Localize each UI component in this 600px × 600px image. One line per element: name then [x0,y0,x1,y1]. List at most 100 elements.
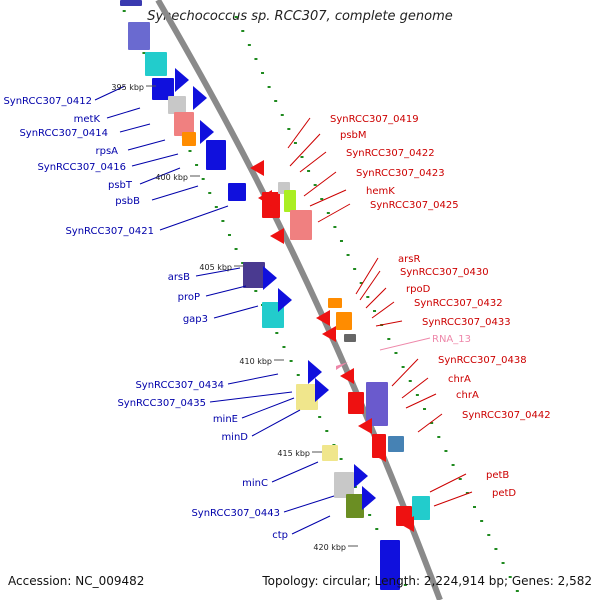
gene-arrow[interactable] [400,516,414,532]
label-leader [365,287,387,309]
tick-dot [326,212,330,214]
gene-label[interactable]: SynRCC307_0430 [400,267,489,278]
label-leader [309,189,347,207]
tick-dot [122,10,126,12]
gene-label[interactable]: psbB [115,196,140,207]
gene-arrow[interactable] [322,326,336,342]
tick-dot [359,282,363,284]
gene-label[interactable]: SynRCC307_0419 [330,114,419,125]
gene-block[interactable] [182,132,196,146]
gene-label[interactable]: SynRCC307_0422 [346,148,435,159]
tick-dot [368,514,372,516]
tick-dot [401,366,405,368]
gene-label[interactable]: SynRCC307_0435 [117,398,206,409]
label-leader [119,123,151,133]
gene-block[interactable] [344,334,356,342]
gene-label[interactable]: proP [178,292,200,303]
gene-block[interactable] [243,262,265,288]
gene-arrow[interactable] [315,378,329,402]
gene-label[interactable]: minE [213,414,238,425]
gene-label[interactable]: chrA [456,390,479,401]
gene-label[interactable]: hemK [366,186,395,197]
gene-label[interactable]: SynRCC307_0421 [65,226,154,237]
tick-dot [387,338,391,340]
gene-block[interactable] [174,112,194,136]
tick-dot [408,380,412,382]
gene-arrow[interactable] [340,368,354,384]
gene-block[interactable] [346,494,364,518]
gene-label[interactable]: SynRCC307_0425 [370,200,459,211]
tick-dot [274,100,278,102]
gene-label[interactable]: SynRCC307_0423 [356,168,445,179]
gene-arrow[interactable] [278,288,292,312]
gene-block[interactable] [228,183,246,201]
gene-block[interactable] [328,298,342,308]
gene-label[interactable]: SynRCC307_0416 [37,162,126,173]
gene-label[interactable]: chrA [448,374,471,385]
gene-arrow[interactable] [258,190,272,206]
gene-label[interactable]: SynRCC307_0442 [462,410,551,421]
tick-dot [508,576,512,578]
gene-arrow[interactable] [263,266,277,290]
rna-arrow[interactable] [336,362,348,370]
tick-dot [346,254,350,256]
gene-label[interactable]: SynRCC307_0412 [3,96,92,107]
gene-label[interactable]: arsB [168,272,190,283]
gene-block[interactable] [168,96,186,114]
gene-block[interactable] [388,436,404,452]
gene-arrow[interactable] [362,486,376,510]
gene-arrow[interactable] [175,68,189,92]
gene-arrow[interactable] [270,228,284,244]
label-leader [417,413,443,433]
gene-block[interactable] [322,445,338,461]
gene-label[interactable]: SynRCC307_0433 [422,317,511,328]
gene-block[interactable] [284,190,296,212]
gene-arrow[interactable] [358,418,372,434]
gene-label[interactable]: metK [74,114,101,125]
gene-label[interactable]: SynRCC307_0443 [191,508,280,519]
gene-label[interactable]: minD [221,432,248,443]
gene-arrow[interactable] [200,120,214,144]
gene-label[interactable]: rpoD [406,284,431,295]
gene-block[interactable] [152,78,174,100]
gene-block[interactable] [290,210,312,240]
gene-arrow[interactable] [308,360,322,384]
tick-dot [320,198,324,200]
gene-label[interactable]: arsR [398,254,420,265]
gene-label[interactable]: SynRCC307_0438 [438,355,527,366]
gene-block[interactable] [336,312,352,330]
gene-arrow[interactable] [250,160,264,176]
gene-label[interactable]: petD [492,488,516,499]
gene-block[interactable] [334,472,354,498]
gene-block[interactable] [206,140,226,170]
tick-dot [353,486,357,488]
gene-block[interactable] [128,22,150,50]
gene-arrow[interactable] [372,446,386,462]
gene-label[interactable]: minC [242,478,268,489]
gene-label[interactable]: psbT [108,180,133,191]
gene-block[interactable] [366,382,388,426]
gene-label[interactable]: gap3 [183,314,208,325]
tick-dot [375,528,379,530]
gene-arrow[interactable] [193,86,207,110]
gene-block[interactable] [380,540,400,590]
gene-label[interactable]: SynRCC307_0434 [135,380,224,391]
gene-block[interactable] [296,384,318,410]
gene-label[interactable]: psbM [340,130,367,141]
gene-label[interactable]: petB [486,470,509,481]
gene-label[interactable]: SynRCC307_0414 [19,128,108,139]
tick-dot [465,492,469,494]
gene-label[interactable]: SynRCC307_0432 [414,298,503,309]
gene-label[interactable]: rpsA [95,146,118,157]
gene-block[interactable] [120,0,142,6]
label-leader [139,167,181,185]
tick-dot [221,220,225,222]
gene-block[interactable] [145,52,167,76]
gene-arrow[interactable] [354,464,368,488]
rna-label[interactable]: RNA_13 [432,334,471,345]
gene-arrow[interactable] [316,310,330,326]
gene-label[interactable]: ctp [272,530,288,541]
gene-block[interactable] [412,496,430,520]
gene-block[interactable] [348,392,364,414]
tick-dot [142,52,146,54]
